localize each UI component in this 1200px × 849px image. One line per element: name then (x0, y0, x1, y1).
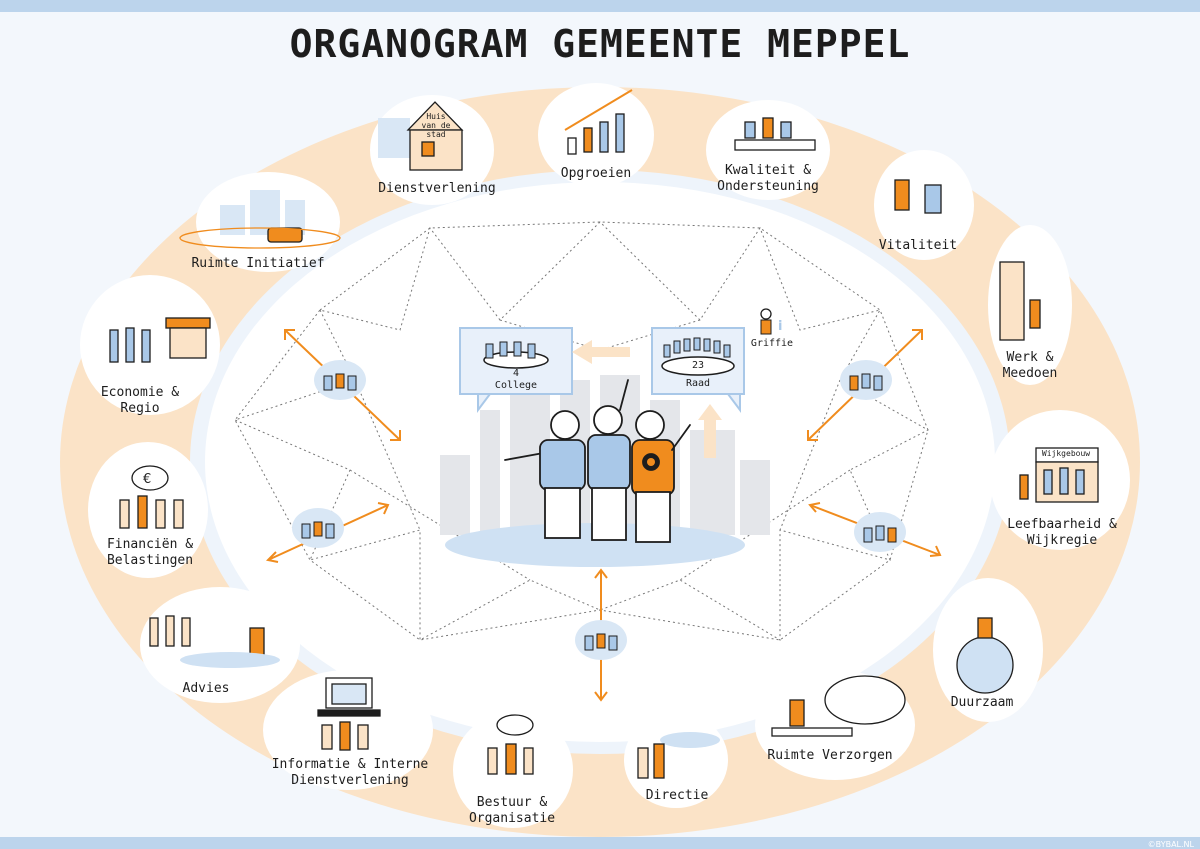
raad-college-arrow (572, 340, 630, 364)
huis-van-de-stad-label: Huis van de stad (421, 112, 451, 139)
raad-box (651, 327, 745, 413)
griffie-figure: i (760, 308, 782, 335)
dept-ruimte-verzorgen: Ruimte Verzorgen (767, 748, 893, 763)
central-figures (504, 379, 691, 543)
raad-count: 23 (691, 360, 705, 371)
page-title: ORGANOGRAM GEMEENTE MEPPEL (289, 22, 911, 66)
top-band (0, 0, 1200, 12)
dept-economie: Economie & Regio (100, 385, 180, 416)
college-box (459, 327, 573, 413)
college-count: 4 (512, 368, 520, 379)
dept-directie: Directie (645, 788, 709, 803)
dept-duurzaam: Duurzaam (950, 695, 1014, 710)
wijkgebouw-label: Wijkgebouw (1041, 449, 1091, 458)
dept-dienstverlening: Dienstverlening (378, 181, 496, 196)
svg-text:€: € (143, 472, 151, 487)
svg-text:i: i (778, 319, 782, 334)
college-label: College (494, 380, 538, 391)
dept-financien: Financiën & Belastingen (106, 537, 194, 568)
department-illustrations: € (109, 89, 1099, 779)
dept-bestuur: Bestuur & Organisatie (468, 795, 556, 826)
dept-kwaliteit: Kwaliteit & Ondersteuning (717, 163, 819, 194)
dept-advies: Advies (182, 681, 230, 696)
credit-text: ©BYBAL.NL (1147, 840, 1194, 849)
dept-leefbaarheid: Leefbaarheid & Wijkregie (1007, 517, 1117, 548)
department-bubbles (80, 83, 1130, 828)
team-groups (292, 360, 906, 660)
griffie-label: Griffie (750, 338, 794, 349)
dept-informatie: Informatie & Interne Dienstverlening (271, 757, 429, 788)
dept-ruimte-initiatief: Ruimte Initiatief (191, 256, 325, 271)
raad-up-arrow (698, 404, 722, 458)
raad-label: Raad (685, 378, 711, 389)
dept-opgroeien: Opgroeien (560, 166, 632, 181)
dept-werk: Werk & Meedoen (1002, 350, 1058, 381)
bottom-band (0, 837, 1200, 849)
dept-vitaliteit: Vitaliteit (878, 238, 958, 253)
